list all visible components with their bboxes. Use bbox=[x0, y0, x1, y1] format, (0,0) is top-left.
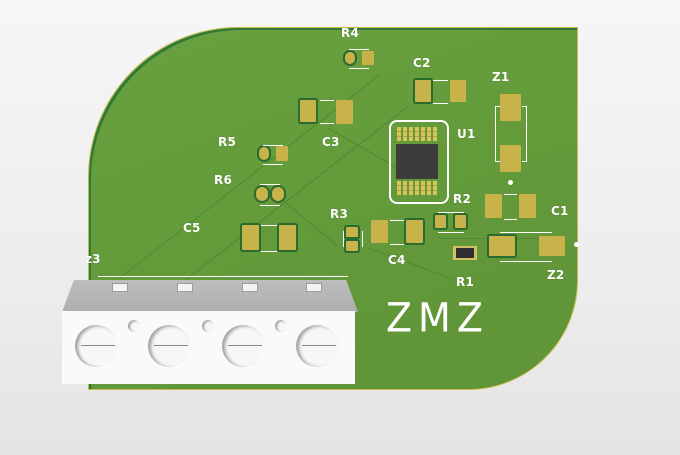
ref-label-c1: C1 bbox=[551, 204, 569, 218]
z1-pad-1[interactable] bbox=[500, 94, 521, 121]
ref-label-r2: R2 bbox=[453, 192, 471, 206]
screw-terminal-2[interactable] bbox=[148, 325, 190, 367]
ref-label-r5: R5 bbox=[218, 135, 236, 149]
c4-silkscreen bbox=[390, 220, 404, 245]
r6-pad-2[interactable] bbox=[272, 187, 284, 201]
c3-pad-1[interactable] bbox=[300, 100, 316, 122]
wire-entry-1[interactable] bbox=[112, 283, 128, 292]
r5-pad-1[interactable] bbox=[259, 147, 269, 160]
r3-silkscreen bbox=[343, 231, 363, 247]
z2-silkscreen bbox=[500, 232, 552, 262]
r1-resistor-body[interactable] bbox=[453, 246, 477, 260]
r2-pad-2[interactable] bbox=[455, 215, 466, 228]
r3-pad-2[interactable] bbox=[346, 241, 358, 251]
c3-silkscreen bbox=[320, 100, 334, 124]
ref-label-z2: Z2 bbox=[547, 268, 565, 282]
ref-label-r6: R6 bbox=[214, 173, 232, 187]
c2-pad-1[interactable] bbox=[415, 80, 431, 102]
wire-entry-2[interactable] bbox=[177, 283, 193, 292]
terminal-notch-1 bbox=[128, 320, 140, 332]
r4-pad-2[interactable] bbox=[362, 51, 374, 65]
ref-label-z1: Z1 bbox=[492, 70, 510, 84]
ref-label-c3: C3 bbox=[322, 135, 340, 149]
z1-silkscreen-left bbox=[495, 106, 500, 162]
wire-entry-4[interactable] bbox=[306, 283, 322, 292]
c5-pad-2[interactable] bbox=[279, 225, 296, 250]
r4-pad-1[interactable] bbox=[345, 52, 355, 64]
ref-label-r1: R1 bbox=[456, 275, 474, 289]
z1-silkscreen-right bbox=[522, 106, 527, 162]
ref-label-r3: R3 bbox=[330, 207, 348, 221]
ref-label-u1: U1 bbox=[457, 127, 476, 141]
z1-polarity-dot bbox=[508, 180, 513, 185]
u1-silkscreen-outline bbox=[389, 120, 449, 204]
ref-label-r4: R4 bbox=[341, 26, 359, 40]
r6-pad-1[interactable] bbox=[256, 187, 268, 201]
wire-entry-3[interactable] bbox=[242, 283, 258, 292]
terminal-notch-2 bbox=[202, 320, 214, 332]
c5-pad-1[interactable] bbox=[242, 225, 259, 250]
u1-ic-package[interactable] bbox=[396, 144, 438, 179]
screw-terminal-1[interactable] bbox=[75, 325, 117, 367]
trace bbox=[149, 104, 410, 309]
z2-pad-2[interactable] bbox=[539, 236, 565, 256]
ref-label-c5: C5 bbox=[183, 221, 201, 235]
terminal-notch-3 bbox=[275, 320, 287, 332]
trace bbox=[368, 248, 454, 280]
ref-label-z3: z3 bbox=[85, 252, 101, 266]
z3-silkscreen-outline bbox=[98, 276, 348, 277]
z2-polarity-dot bbox=[574, 242, 579, 247]
r2-pad-1[interactable] bbox=[435, 215, 446, 228]
r2-silkscreen bbox=[438, 212, 464, 233]
c1-pad-2[interactable] bbox=[519, 194, 536, 218]
r3-pad-1[interactable] bbox=[346, 227, 358, 237]
c3-pad-2[interactable] bbox=[336, 100, 353, 124]
z1-pad-2[interactable] bbox=[500, 145, 521, 172]
z2-pad-1[interactable] bbox=[489, 236, 515, 256]
c1-pad-1[interactable] bbox=[485, 194, 502, 218]
ref-label-c4: C4 bbox=[388, 253, 406, 267]
c2-silkscreen bbox=[433, 80, 448, 104]
c2-pad-2[interactable] bbox=[450, 80, 466, 102]
r5-pad-2[interactable] bbox=[276, 146, 288, 161]
screw-terminal-4[interactable] bbox=[296, 325, 338, 367]
c4-pad-1[interactable] bbox=[371, 220, 388, 243]
ref-label-c2: C2 bbox=[413, 56, 431, 70]
r6-silkscreen bbox=[260, 184, 280, 206]
c1-silkscreen bbox=[504, 194, 517, 220]
c5-silkscreen bbox=[261, 225, 277, 252]
c4-pad-2[interactable] bbox=[406, 220, 423, 243]
r5-silkscreen bbox=[263, 145, 283, 165]
screw-terminal-3[interactable] bbox=[222, 325, 264, 367]
board-logo-zmz: ZMZ bbox=[386, 294, 489, 342]
r4-silkscreen bbox=[349, 49, 369, 69]
